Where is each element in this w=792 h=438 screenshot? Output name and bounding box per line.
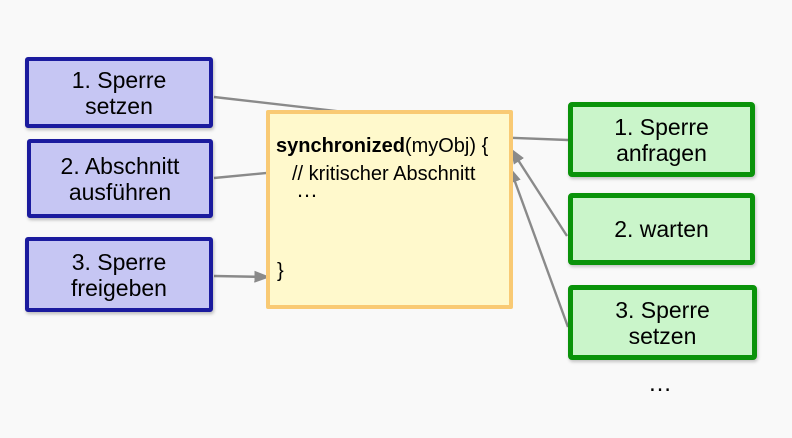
code-line-closing-brace: } [277, 260, 284, 282]
arrow-right-step2-to-code [509, 147, 569, 237]
code-signature-rest: (myObj) { [404, 135, 489, 157]
right-step-1-label: 1. Sperre anfragen [614, 113, 709, 166]
code-line-ellipsis: … [296, 177, 318, 202]
left-step-3-label: 3. Sperre freigeben [71, 248, 167, 301]
left-step-2-box: 2. Abschnitt ausführen [27, 139, 213, 218]
right-step-2-label: 2. warten [614, 216, 709, 242]
left-step-2-label: 2. Abschnitt ausführen [60, 152, 180, 205]
code-keyword: synchronized [276, 135, 405, 157]
arrow-left-step3-to-brace [213, 270, 271, 283]
right-step-3-label: 3. Sperre setzen [615, 296, 710, 349]
arrow-right-step3-to-code [508, 166, 570, 328]
right-step-1-box: 1. Sperre anfragen [568, 102, 755, 177]
left-step-1-box: 1. Sperre setzen [25, 57, 213, 128]
code-line-comment: // kritischer Abschnitt [292, 163, 476, 185]
right-step-2-box: 2. warten [568, 193, 755, 265]
code-line-signature: synchronized(myObj) { [276, 134, 488, 158]
code-box [266, 110, 513, 309]
right-step-3-box: 3. Sperre setzen [568, 285, 757, 360]
left-step-3-box: 3. Sperre freigeben [25, 237, 213, 312]
left-step-1-label: 1. Sperre setzen [71, 66, 167, 119]
continuation-ellipsis: … [648, 370, 672, 397]
